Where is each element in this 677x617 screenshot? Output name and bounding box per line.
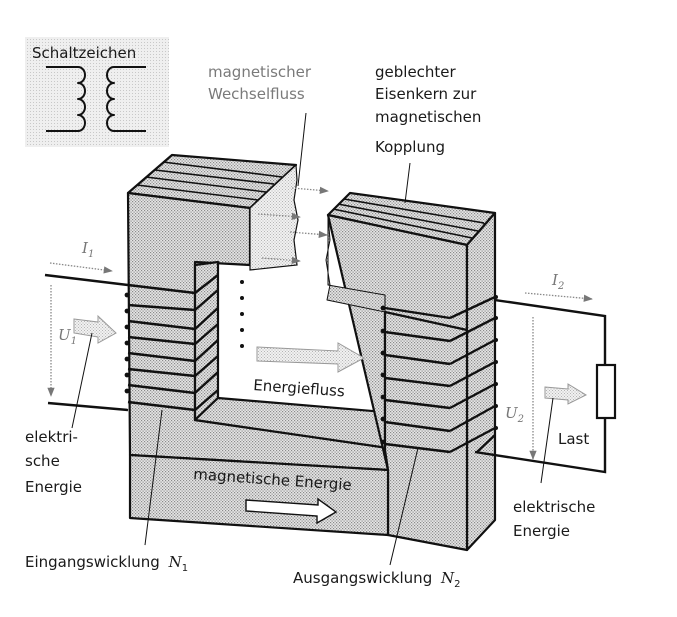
leader-output-winding bbox=[389, 447, 419, 566]
voltage-label-u1: U1 bbox=[58, 326, 77, 347]
output-wire-bottom bbox=[474, 418, 607, 474]
electric-energy-in-arrow-icon bbox=[73, 314, 117, 344]
leader-electric-energy-out bbox=[540, 397, 554, 484]
output-winding-label: Ausgangswicklung N2 bbox=[293, 569, 461, 590]
flux-label: magnetischer Wechselfluss bbox=[208, 63, 316, 103]
load-label: Last bbox=[558, 430, 589, 448]
input-winding bbox=[124, 274, 244, 412]
voltage-label-u2: U2 bbox=[505, 404, 524, 425]
output-winding bbox=[380, 295, 498, 454]
bottom-yoke-front-face bbox=[128, 453, 390, 537]
flux-arrow bbox=[291, 186, 329, 194]
leader-input-winding bbox=[144, 409, 163, 546]
symbol-box-title: Schaltzeichen bbox=[32, 44, 136, 62]
input-circuit: I1 U1 bbox=[44, 239, 129, 429]
core-label: geblechter Eisenkern zur magnetischen Ko… bbox=[375, 63, 486, 156]
transformer-symbol-icon bbox=[46, 66, 146, 132]
current-arrow-i1 bbox=[49, 262, 113, 274]
flux-arrows bbox=[257, 112, 411, 264]
flux-arrow bbox=[289, 230, 328, 238]
input-winding-label: Eingangswicklung N1 bbox=[25, 553, 188, 574]
right-core-side-face bbox=[465, 211, 497, 552]
leader-core bbox=[404, 162, 411, 204]
symbol-box-background bbox=[25, 37, 169, 147]
flux-arrow bbox=[257, 212, 301, 221]
input-wire-bottom bbox=[47, 401, 129, 412]
circuit-symbol-box: Schaltzeichen bbox=[25, 37, 169, 147]
flux-arrow bbox=[261, 256, 301, 264]
energy-flow-arrow-icon bbox=[256, 342, 366, 373]
electric-energy-out-arrow-icon bbox=[544, 383, 588, 405]
right-core-leg-front bbox=[383, 310, 469, 552]
electric-energy-in-label: elektri- sche Energie bbox=[25, 428, 83, 496]
energy-flow-label: Energiefluss bbox=[253, 376, 346, 400]
leader-flux bbox=[297, 112, 307, 187]
leader-electric-energy-in bbox=[71, 332, 93, 429]
load-resistor bbox=[595, 363, 617, 420]
left-core-half bbox=[126, 153, 390, 472]
current-arrow-i2 bbox=[524, 292, 593, 302]
current-label-i1: I1 bbox=[81, 239, 94, 260]
magnetic-energy-arrow-icon bbox=[245, 497, 338, 525]
input-wire-top bbox=[44, 273, 129, 287]
output-circuit: I2 U2 Last bbox=[474, 271, 617, 484]
electric-energy-out-label: elektrische Energie bbox=[513, 498, 600, 540]
current-label-i2: I2 bbox=[551, 271, 564, 292]
right-core-cut-face bbox=[325, 214, 386, 313]
output-wire-top bbox=[494, 298, 607, 365]
left-core-laminations bbox=[136, 161, 283, 201]
